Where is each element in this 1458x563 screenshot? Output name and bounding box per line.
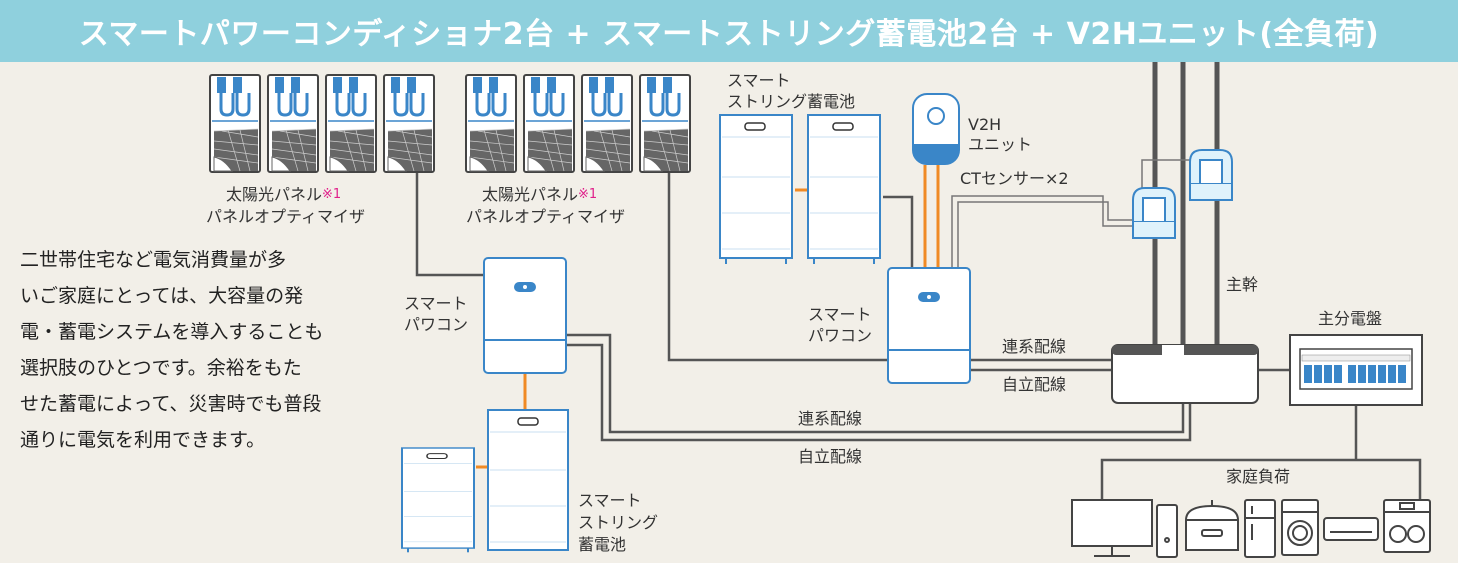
ct-sensor-2 (1189, 149, 1233, 201)
v2h-label-1: V2H (968, 115, 1002, 134)
dc-links (476, 165, 940, 469)
wiring-lines (415, 155, 1422, 500)
optimizer-right-label: パネルオプティマイザ (466, 207, 626, 226)
pcs-left-label-1: スマート (404, 294, 468, 313)
pv-right-note: ※1 (578, 187, 598, 202)
pv-right-text: 太陽光パネル (482, 185, 579, 204)
refrigerator-icon (1244, 499, 1276, 558)
description-line: 選択肢のひとつです。余裕をもた (20, 357, 302, 379)
description-line: 電・蓄電システムを導入することも (20, 321, 324, 343)
pcs-left-label-2: パワコン (404, 315, 469, 334)
ct-sensor-1 (1132, 187, 1176, 239)
dishwasher-icon (1383, 499, 1431, 553)
distribution-board-label: 主分電盤 (1318, 309, 1383, 328)
junction-box (1111, 344, 1259, 404)
description-line: せた蓄電によって、災害時でも普段 (20, 393, 322, 415)
self-wiring-bottom-label: 自立配線 (798, 447, 863, 466)
inverter-right (887, 267, 971, 384)
diagram-title: スマートパワーコンディショナ2台 + スマートストリング蓄電池2台 + V2Hユ… (78, 17, 1380, 52)
description-line: 二世帯住宅など電気消費量が多 (20, 249, 287, 271)
ct-sensor-label: CTセンサー×2 (960, 169, 1069, 188)
ct-sensor-wires (951, 159, 1208, 268)
battery-bottom-label-1: スマート (578, 491, 642, 510)
rice-cooker-icon (1185, 500, 1239, 551)
title-bar: スマートパワーコンディショナ2台 + スマートストリング蓄電池2台 + V2Hユ… (0, 0, 1458, 62)
pv-left-note: ※1 (322, 187, 342, 202)
self-wiring-right-label: 自立配線 (1002, 375, 1067, 394)
solar-panels-right (464, 73, 692, 174)
battery-top-label-1: スマート (727, 71, 791, 90)
solar-panels-left (208, 73, 436, 174)
optimizer-left-label: パネルオプティマイザ (206, 207, 366, 226)
monitor-icon (1071, 499, 1153, 557)
v2h-unit (912, 93, 960, 165)
tower-pc-icon (1156, 504, 1178, 558)
pv-right-label: 太陽光パネル※1 (482, 184, 597, 206)
pcs-right-label-2: パワコン (808, 326, 873, 345)
household-load-label: 家庭負荷 (1226, 467, 1291, 486)
battery-top-label-2: ストリング蓄電池 (727, 92, 856, 111)
pv-left-text: 太陽光パネル (226, 185, 323, 204)
description-line: 通りに電気を利用できます。 (20, 429, 266, 451)
grid-wiring-right-label: 連系配線 (1002, 337, 1067, 356)
v2h-label-2: ユニット (968, 135, 1033, 154)
battery-bottom (401, 409, 569, 554)
pv-left-label: 太陽光パネル※1 (226, 184, 341, 206)
washing-machine-icon (1281, 499, 1319, 556)
distribution-board (1289, 334, 1423, 406)
battery-bottom-label-2: ストリング (578, 513, 659, 532)
air-conditioner-icon (1323, 517, 1379, 541)
grid-wiring-bottom-label: 連系配線 (798, 409, 863, 428)
main-trunk-label: 主幹 (1226, 275, 1259, 294)
pcs-right-label-1: スマート (808, 305, 872, 324)
battery-bottom-label-3: 蓄電池 (578, 535, 627, 554)
inverter-left (483, 257, 567, 374)
description-text: 二世帯住宅など電気消費量が多 いご家庭にとっては、大容量の発 電・蓄電システムを… (20, 242, 370, 458)
description-line: いご家庭にとっては、大容量の発 (20, 285, 304, 307)
